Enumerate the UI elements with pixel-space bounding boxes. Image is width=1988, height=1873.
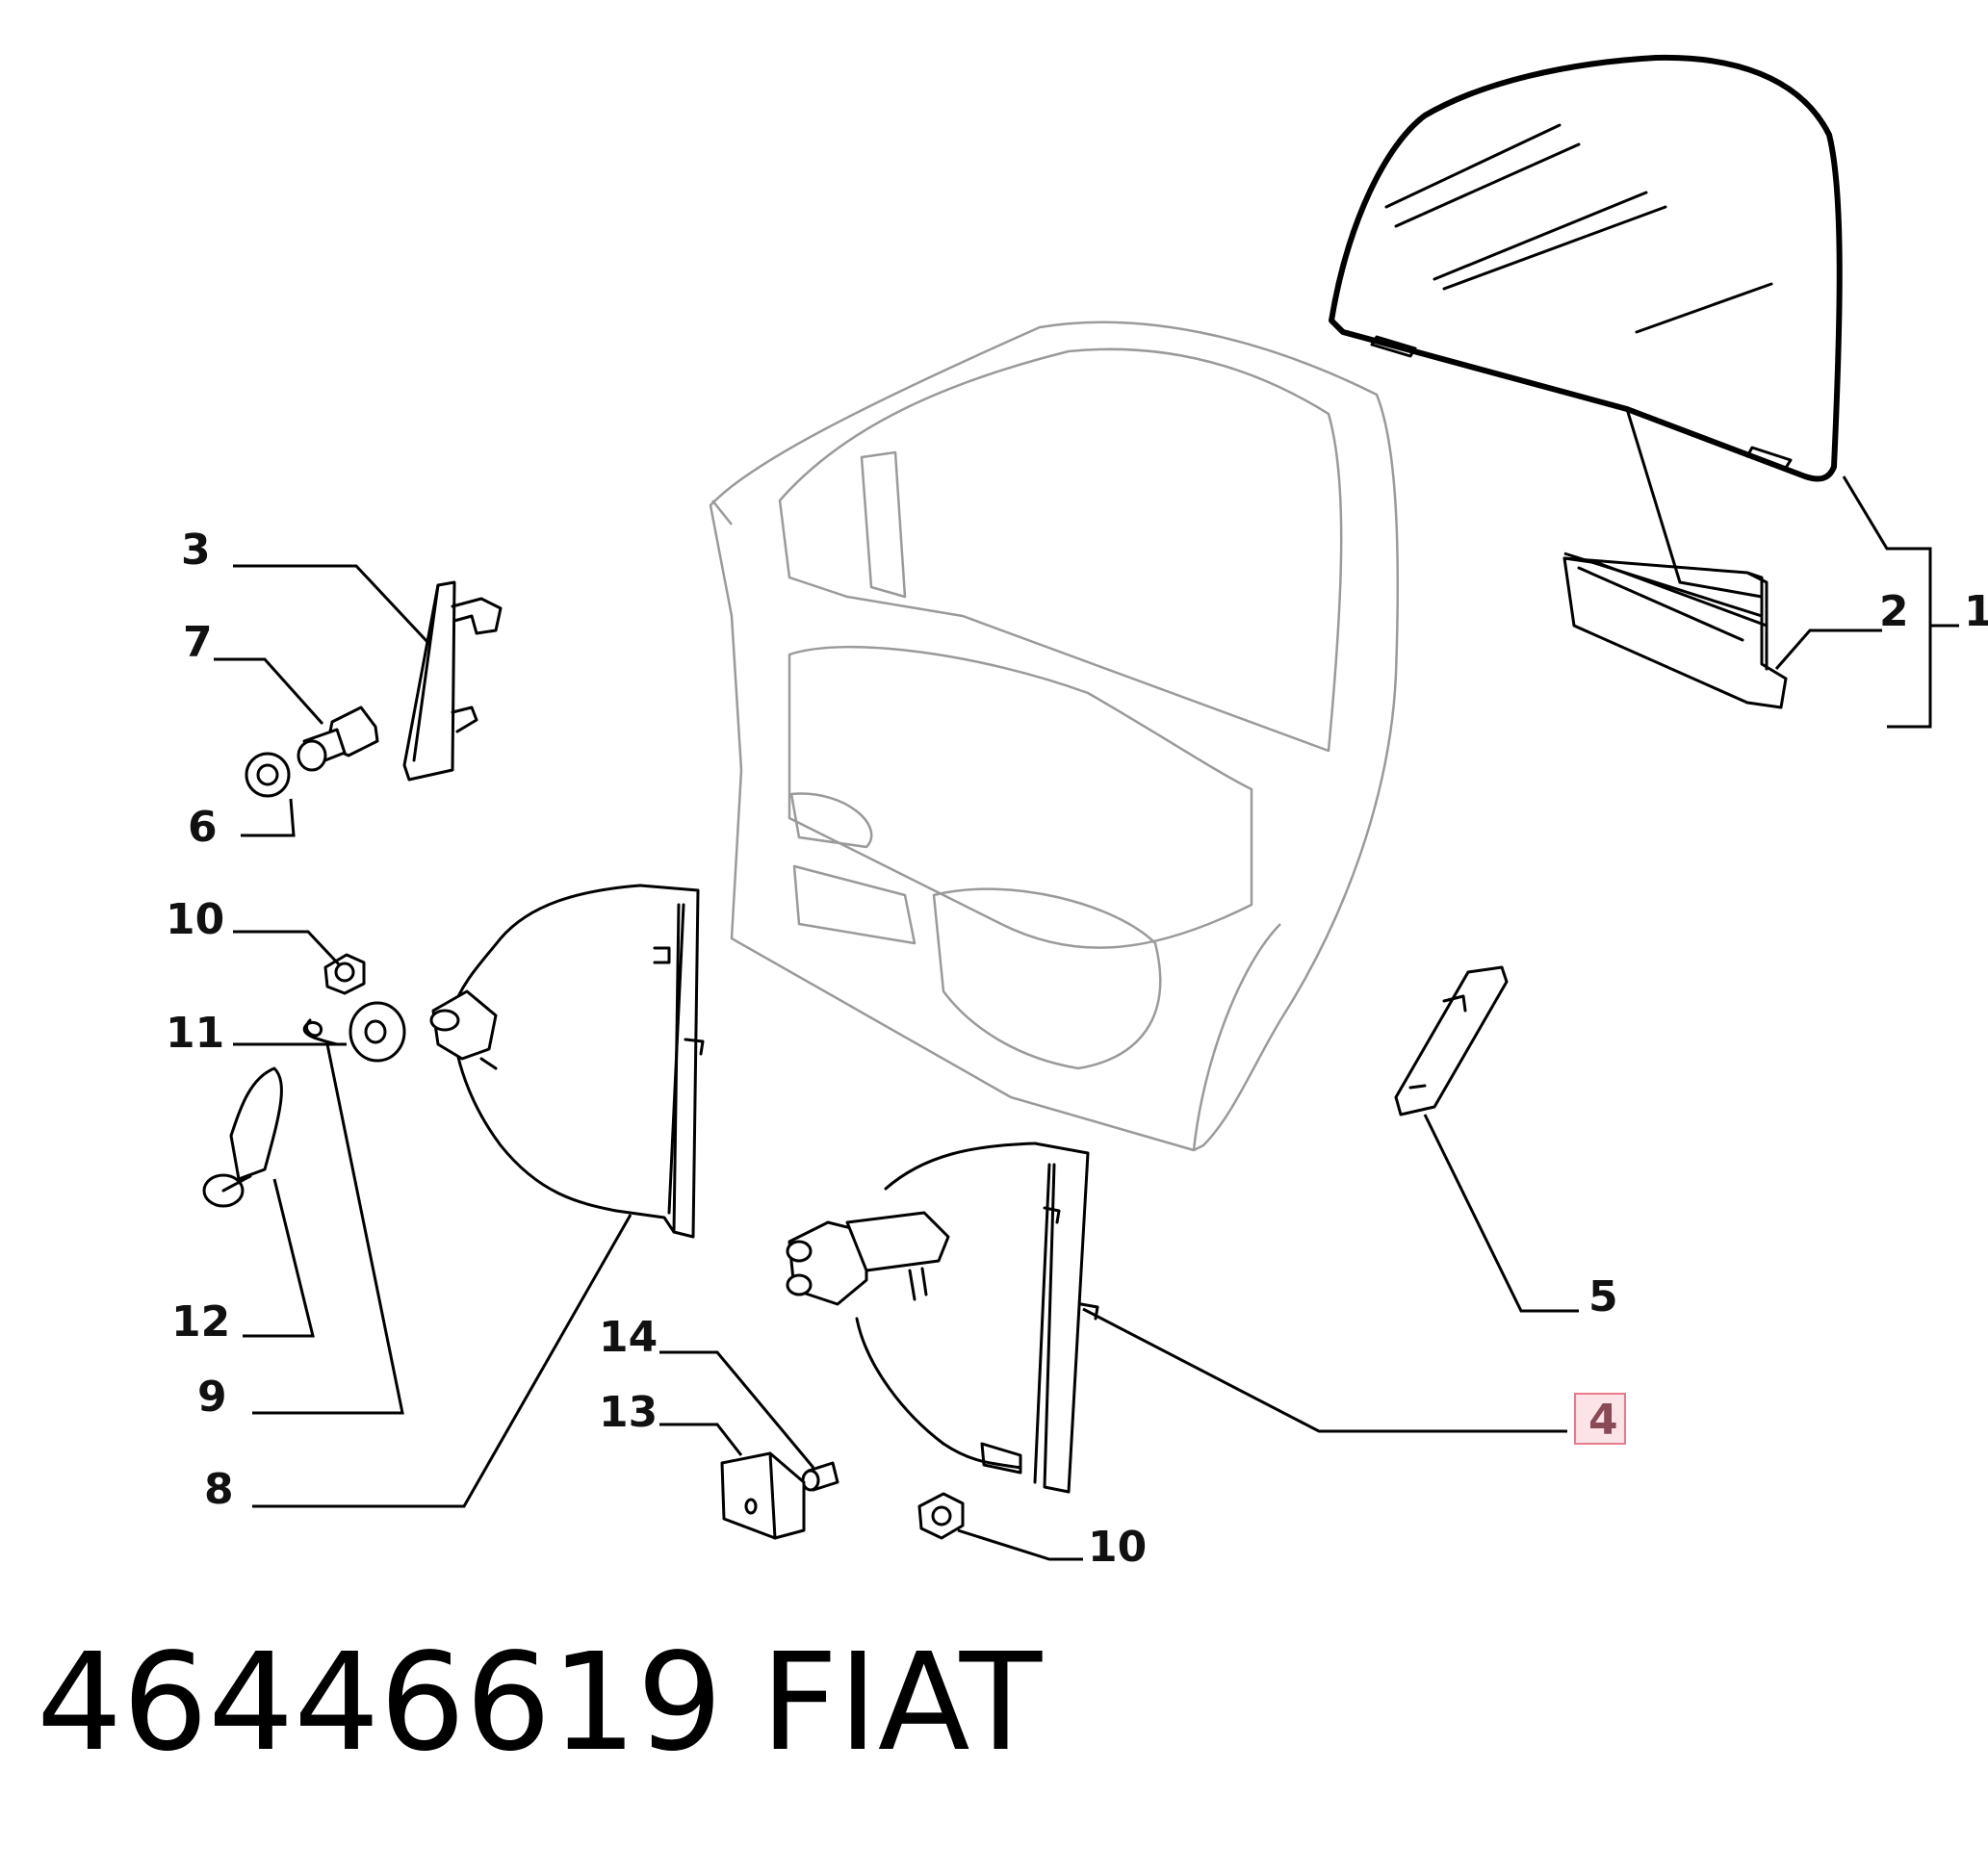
callout-1: 1 — [1964, 587, 1988, 636]
bracket-part — [1394, 965, 1509, 1116]
bolt-part — [297, 706, 379, 772]
pin-part — [801, 1461, 839, 1492]
callout-4-highlight — [1574, 1393, 1626, 1445]
callout-14: 14 — [599, 1313, 658, 1362]
callout-9: 9 — [197, 1373, 227, 1422]
clip-part — [302, 1018, 339, 1046]
callout-3: 3 — [181, 526, 211, 575]
callout-10-right: 10 — [1088, 1523, 1147, 1572]
callout-4: 4 — [1588, 1396, 1618, 1445]
nut-part-10-right — [917, 1492, 965, 1540]
electric-regulator-part — [786, 1142, 1099, 1494]
nut-part-6 — [245, 752, 291, 798]
leader-lines — [214, 408, 1959, 1561]
callout-12: 12 — [171, 1297, 230, 1347]
callout-6: 6 — [188, 803, 218, 852]
crank-handle-part — [202, 1066, 283, 1208]
callout-8: 8 — [204, 1465, 234, 1514]
callout-13: 13 — [599, 1388, 658, 1437]
callout-7: 7 — [183, 618, 213, 667]
door-shell — [709, 321, 1400, 1152]
block-part — [720, 1451, 806, 1540]
manual-regulator-part — [429, 884, 705, 1239]
nut-part-10-left — [323, 953, 366, 995]
callout-11: 11 — [166, 1009, 224, 1058]
glass-channel — [1562, 556, 1788, 709]
door-glass — [1329, 54, 1843, 482]
callout-2: 2 — [1879, 587, 1909, 636]
part-number: 46446619 — [37, 1625, 723, 1782]
callout-5: 5 — [1588, 1272, 1618, 1321]
callout-10-left: 10 — [166, 895, 224, 944]
brand-name: FIAT — [761, 1625, 1043, 1782]
washer-part — [349, 1001, 406, 1063]
guide-rail-part — [402, 580, 503, 782]
